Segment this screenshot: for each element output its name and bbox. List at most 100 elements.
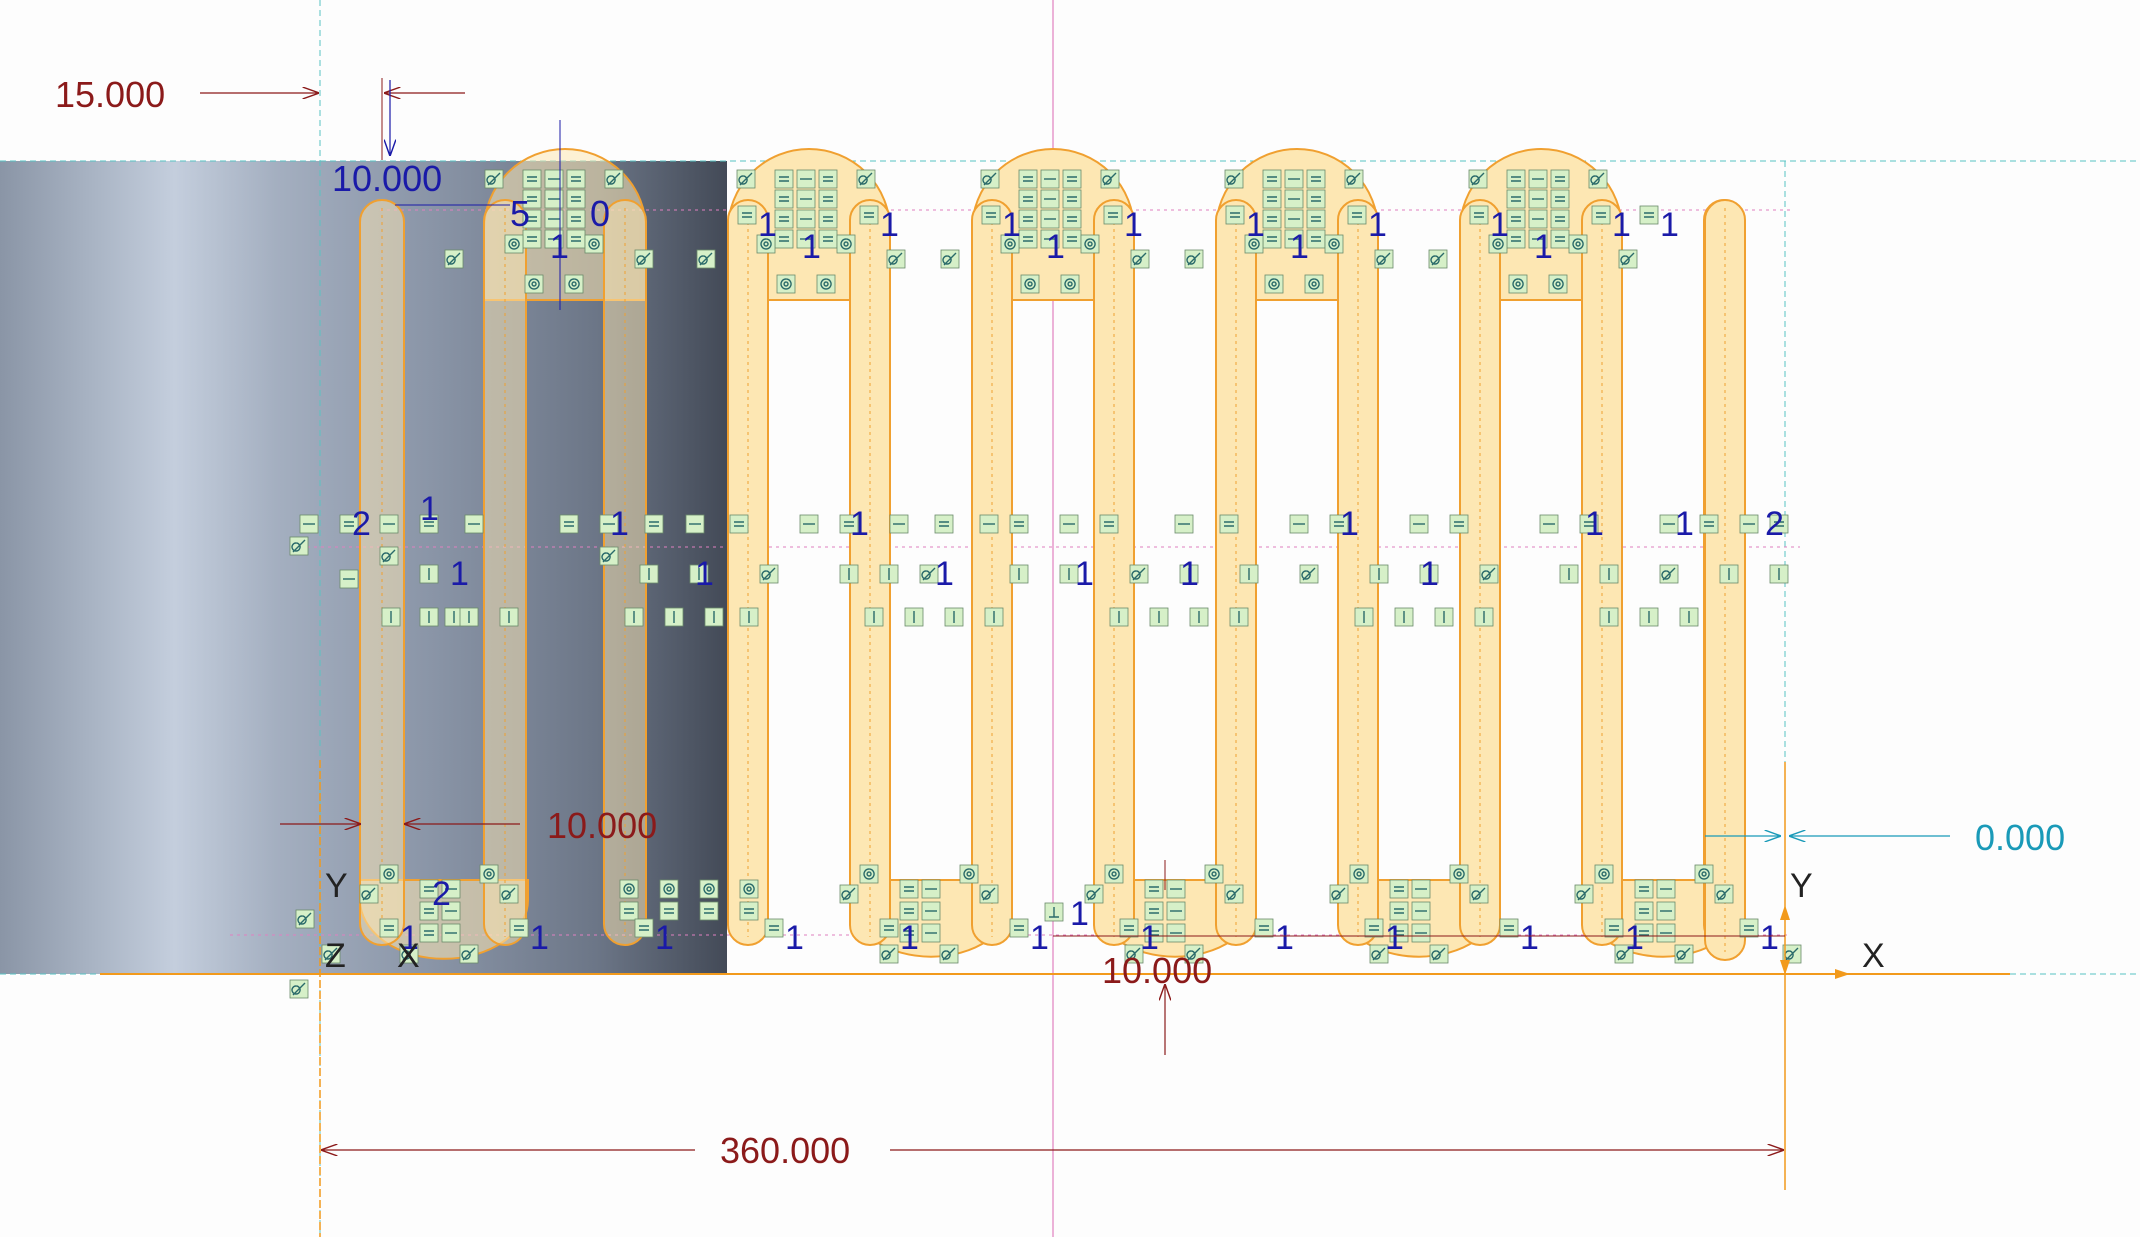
concentric-constraint-icon[interactable] (816, 274, 836, 294)
horizontal-constraint-icon[interactable] (1656, 901, 1676, 921)
equal-constraint-icon[interactable] (566, 169, 586, 189)
equal-constraint-icon[interactable] (859, 205, 879, 225)
horizontal-constraint-icon[interactable] (1284, 229, 1304, 249)
vertical-constraint-icon[interactable] (984, 607, 1004, 627)
equal-constraint-icon[interactable] (774, 209, 794, 229)
equal-constraint-icon[interactable] (619, 901, 639, 921)
concentric-constraint-icon[interactable] (659, 879, 679, 899)
horizontal-constraint-icon[interactable] (921, 901, 941, 921)
concentric-constraint-icon[interactable] (1020, 274, 1040, 294)
equal-constraint-icon[interactable] (1018, 209, 1038, 229)
equal-constraint-icon[interactable] (566, 189, 586, 209)
horizontal-constraint-icon[interactable] (1539, 514, 1559, 534)
dimension-partial-0[interactable]: 0 (590, 193, 610, 234)
equal-constraint-icon[interactable] (1449, 514, 1469, 534)
horizontal-constraint-icon[interactable] (1528, 229, 1548, 249)
concentric-constraint-icon[interactable] (1324, 234, 1344, 254)
horizontal-constraint-icon[interactable] (1528, 169, 1548, 189)
tangent-constraint-icon[interactable] (1428, 249, 1448, 269)
dimension-labels[interactable]: 15.000 10.000 5 0 10.000 10.000 0.000 36… (55, 74, 2065, 1171)
horizontal-constraint-icon[interactable] (1284, 189, 1304, 209)
equal-constraint-icon[interactable] (1329, 514, 1349, 534)
horizontal-constraint-icon[interactable] (1040, 189, 1060, 209)
concentric-constraint-icon[interactable] (836, 234, 856, 254)
tangent-constraint-icon[interactable] (1618, 249, 1638, 269)
equal-constraint-icon[interactable] (1254, 918, 1274, 938)
horizontal-constraint-icon[interactable] (441, 901, 461, 921)
equal-constraint-icon[interactable] (818, 209, 838, 229)
tangent-constraint-icon[interactable] (736, 169, 756, 189)
vertical-constraint-icon[interactable] (944, 607, 964, 627)
perpendicular-constraint-icon[interactable] (1044, 902, 1064, 922)
horizontal-constraint-icon[interactable] (1659, 514, 1679, 534)
vertical-constraint-icon[interactable] (864, 607, 884, 627)
concentric-constraint-icon[interactable] (1349, 864, 1369, 884)
equal-constraint-icon[interactable] (1389, 879, 1409, 899)
equal-constraint-icon[interactable] (522, 229, 542, 249)
tangent-constraint-icon[interactable] (696, 249, 716, 269)
concentric-constraint-icon[interactable] (619, 879, 639, 899)
vertical-constraint-icon[interactable] (1229, 607, 1249, 627)
horizontal-constraint-icon[interactable] (441, 923, 461, 943)
equal-constraint-icon[interactable] (1062, 169, 1082, 189)
tangent-constraint-icon[interactable] (839, 884, 859, 904)
tangent-constraint-icon[interactable] (879, 944, 899, 964)
equal-constraint-icon[interactable] (1225, 205, 1245, 225)
equal-constraint-icon[interactable] (981, 205, 1001, 225)
equal-constraint-icon[interactable] (1469, 205, 1489, 225)
equal-constraint-icon[interactable] (1604, 918, 1624, 938)
tangent-constraint-icon[interactable] (1469, 884, 1489, 904)
equal-constraint-icon[interactable] (522, 209, 542, 229)
tangent-constraint-icon[interactable] (604, 169, 624, 189)
tangent-constraint-icon[interactable] (321, 944, 341, 964)
equal-constraint-icon[interactable] (1506, 169, 1526, 189)
tangent-constraint-icon[interactable] (499, 884, 519, 904)
equal-constraint-icon[interactable] (1347, 205, 1367, 225)
equal-constraint-icon[interactable] (934, 514, 954, 534)
dimension-right-offset[interactable]: 0.000 (1975, 817, 2065, 858)
concentric-constraint-icon[interactable] (1080, 234, 1100, 254)
vertical-constraint-icon[interactable] (1599, 564, 1619, 584)
concentric-constraint-icon[interactable] (379, 864, 399, 884)
horizontal-constraint-icon[interactable] (544, 229, 564, 249)
equal-constraint-icon[interactable] (1009, 514, 1029, 534)
equal-constraint-icon[interactable] (1306, 209, 1326, 229)
dimension-bottom-gap[interactable]: 10.000 (1102, 950, 1212, 991)
equal-constraint-icon[interactable] (659, 901, 679, 921)
dimension-total-length[interactable]: 360.000 (720, 1130, 850, 1171)
tangent-constraint-icon[interactable] (359, 884, 379, 904)
equal-constraint-icon[interactable] (774, 169, 794, 189)
equal-constraint-icon[interactable] (729, 514, 749, 534)
equal-constraint-icon[interactable] (1364, 918, 1384, 938)
equal-constraint-icon[interactable] (566, 209, 586, 229)
horizontal-constraint-icon[interactable] (1656, 923, 1676, 943)
equal-constraint-icon[interactable] (818, 169, 838, 189)
vertical-constraint-icon[interactable] (1189, 607, 1209, 627)
tangent-constraint-icon[interactable] (940, 249, 960, 269)
horizontal-constraint-icon[interactable] (796, 229, 816, 249)
equal-constraint-icon[interactable] (419, 923, 439, 943)
equal-constraint-icon[interactable] (1144, 879, 1164, 899)
horizontal-constraint-icon[interactable] (379, 514, 399, 534)
concentric-constraint-icon[interactable] (1449, 864, 1469, 884)
vertical-constraint-icon[interactable] (499, 607, 519, 627)
tangent-constraint-icon[interactable] (886, 249, 906, 269)
equal-constraint-icon[interactable] (1550, 229, 1570, 249)
equal-constraint-icon[interactable] (644, 514, 664, 534)
equal-constraint-icon[interactable] (1579, 514, 1599, 534)
horizontal-constraint-icon[interactable] (1166, 879, 1186, 899)
tangent-constraint-icon[interactable] (980, 169, 1000, 189)
vertical-constraint-icon[interactable] (879, 564, 899, 584)
concentric-constraint-icon[interactable] (1104, 864, 1124, 884)
horizontal-constraint-icon[interactable] (299, 514, 319, 534)
vertical-constraint-icon[interactable] (1559, 564, 1579, 584)
concentric-constraint-icon[interactable] (776, 274, 796, 294)
horizontal-constraint-icon[interactable] (796, 169, 816, 189)
equal-constraint-icon[interactable] (419, 879, 439, 899)
equal-constraint-icon[interactable] (1506, 209, 1526, 229)
tangent-constraint-icon[interactable] (289, 536, 309, 556)
equal-constraint-icon[interactable] (1306, 169, 1326, 189)
horizontal-constraint-icon[interactable] (1166, 923, 1186, 943)
equal-constraint-icon[interactable] (559, 514, 579, 534)
horizontal-constraint-icon[interactable] (1284, 209, 1304, 229)
